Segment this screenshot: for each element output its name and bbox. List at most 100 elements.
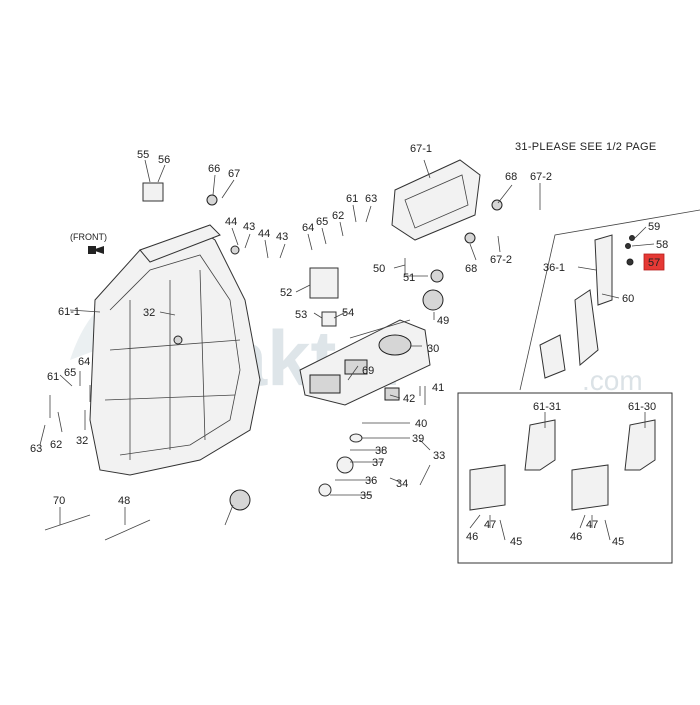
callout-61-1: 61-1 bbox=[58, 306, 80, 318]
frame-bolt bbox=[173, 335, 183, 345]
instrument-cluster bbox=[391, 159, 481, 241]
frame-struts bbox=[129, 269, 206, 460]
callout-32b: 32 bbox=[76, 435, 88, 447]
callout-36-1: 36-1 bbox=[543, 262, 565, 274]
callout-44b: 44 bbox=[258, 228, 270, 240]
callout-62a: 62 bbox=[332, 210, 344, 222]
callout-34: 34 bbox=[396, 478, 408, 490]
small-parts bbox=[44, 182, 503, 541]
callout-61-30: 61-30 bbox=[628, 401, 656, 413]
callout-65a: 65 bbox=[316, 216, 328, 228]
switch-66 bbox=[206, 194, 218, 206]
front-arrow-icon bbox=[92, 246, 104, 254]
callout-40: 40 bbox=[415, 418, 427, 430]
watermark-domain: .com bbox=[582, 365, 643, 396]
sensor-68a bbox=[491, 199, 503, 211]
screw-59 bbox=[629, 235, 635, 241]
callout-50: 50 bbox=[373, 263, 385, 275]
horn-part bbox=[229, 489, 251, 511]
dash-switch-block bbox=[344, 359, 368, 375]
callout-67-1: 67-1 bbox=[410, 143, 432, 155]
frame-crossbars bbox=[104, 339, 241, 401]
callout-47a: 47 bbox=[484, 519, 496, 531]
callout-35: 35 bbox=[360, 490, 372, 502]
front-indicator: (FRONT) bbox=[70, 232, 107, 254]
callout-48: 48 bbox=[118, 495, 130, 507]
dash-socket bbox=[378, 334, 412, 356]
callout-38: 38 bbox=[375, 445, 387, 457]
callout-46b: 46 bbox=[570, 531, 582, 543]
callout-64a: 64 bbox=[302, 222, 314, 234]
callout-66: 66 bbox=[208, 163, 220, 175]
cluster-housing bbox=[391, 159, 481, 241]
dash-switch-block bbox=[309, 374, 341, 394]
fuse-box-52 bbox=[309, 267, 339, 299]
callout-67-2b: 67-2 bbox=[490, 254, 512, 266]
callout-51: 51 bbox=[403, 272, 415, 284]
callout-64b: 64 bbox=[78, 356, 90, 368]
switch-42 bbox=[384, 387, 400, 401]
callout-67-2a: 67-2 bbox=[530, 171, 552, 183]
callout-47b: 47 bbox=[586, 519, 598, 531]
washer-35 bbox=[318, 483, 332, 497]
callout-61b: 61 bbox=[47, 371, 59, 383]
callout-43b: 43 bbox=[276, 231, 288, 243]
washer-39 bbox=[349, 433, 363, 443]
callout-57-highlight bbox=[643, 253, 665, 271]
horn-lead bbox=[224, 504, 234, 526]
callout-68b: 68 bbox=[465, 263, 477, 275]
page-reference-note: 31-PLEASE SEE 1/2 PAGE bbox=[515, 141, 657, 153]
callout-45b: 45 bbox=[612, 536, 624, 548]
steering-column-group bbox=[519, 209, 700, 391]
screw-57 bbox=[626, 258, 634, 266]
callout-61a: 61 bbox=[346, 193, 358, 205]
sensor-68b bbox=[464, 232, 476, 244]
detail-box-frame bbox=[457, 392, 673, 564]
relay-55 bbox=[142, 182, 164, 202]
callout-62b: 62 bbox=[50, 439, 62, 451]
callout-69: 69 bbox=[362, 365, 374, 377]
socket-49 bbox=[422, 289, 444, 311]
frame-inner-line bbox=[109, 254, 241, 456]
callout-39: 39 bbox=[412, 433, 424, 445]
column-mount bbox=[539, 334, 566, 379]
callout-52: 52 bbox=[280, 287, 292, 299]
headlight-left bbox=[469, 464, 506, 511]
callout-42: 42 bbox=[403, 393, 415, 405]
callout-46a: 46 bbox=[466, 531, 478, 543]
bracket-61-30 bbox=[624, 419, 656, 471]
callout-60: 60 bbox=[622, 293, 634, 305]
callout-37: 37 bbox=[372, 457, 384, 469]
front-label: (FRONT) bbox=[70, 232, 107, 242]
callout-44a: 44 bbox=[225, 216, 237, 228]
headlight-right bbox=[571, 464, 609, 511]
callout-36: 36 bbox=[365, 475, 377, 487]
headlight-detail-box bbox=[457, 392, 673, 564]
callout-63b: 63 bbox=[30, 443, 42, 455]
callout-56: 56 bbox=[158, 154, 170, 166]
callout-49: 49 bbox=[437, 315, 449, 327]
column-bracket bbox=[574, 289, 599, 367]
callout-53: 53 bbox=[295, 309, 307, 321]
body-frame bbox=[89, 224, 261, 476]
callout-70: 70 bbox=[53, 495, 65, 507]
callout-57: 57 bbox=[648, 257, 660, 269]
cable-tie-70 bbox=[44, 514, 91, 531]
frame-bolt bbox=[230, 245, 240, 255]
screw-58 bbox=[625, 243, 631, 249]
callout-33: 33 bbox=[433, 450, 445, 462]
callout-63a: 63 bbox=[365, 193, 377, 205]
cable-tie-48 bbox=[104, 519, 151, 541]
dashboard-panel bbox=[299, 319, 431, 406]
frame-outline bbox=[89, 229, 261, 476]
callout-labels: 55 56 66 67 44 43 44 43 64 65 62 61 63 6… bbox=[30, 143, 668, 548]
connector-53 bbox=[321, 311, 337, 327]
front-arrow-body bbox=[88, 246, 96, 254]
callout-58: 58 bbox=[656, 239, 668, 251]
callout-45a: 45 bbox=[510, 536, 522, 548]
callout-43a: 43 bbox=[243, 221, 255, 233]
detail-frame-line bbox=[519, 209, 700, 391]
bracket-61-31 bbox=[524, 419, 556, 471]
